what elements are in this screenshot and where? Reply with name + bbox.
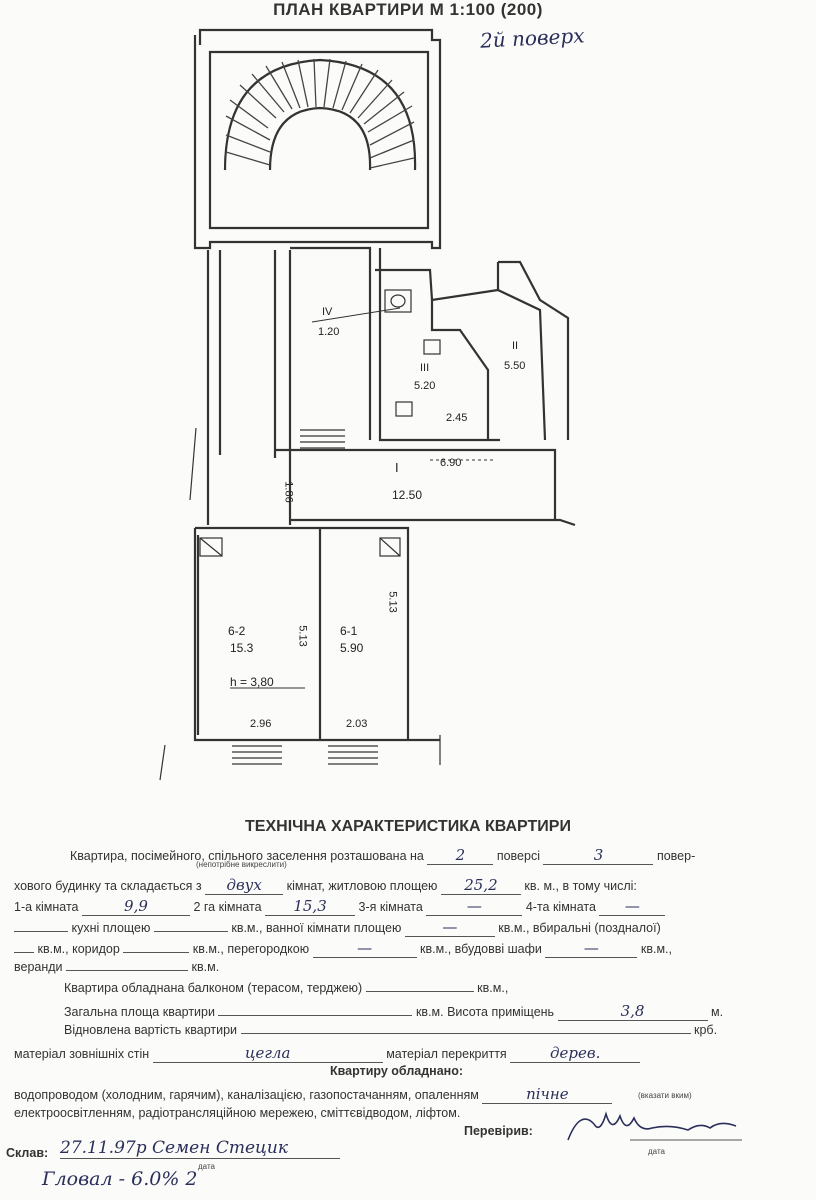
line-total-area: Загальна площа квартири кв.м. Висота при… — [64, 1002, 724, 1021]
date-note-maker: дата — [198, 1162, 215, 1171]
room-ii-label: II — [512, 340, 519, 352]
room-6-1-area: 5.90 — [340, 641, 364, 655]
dim-room2-width: 2.96 — [250, 718, 272, 730]
dim-room1-width: 2.03 — [346, 718, 368, 730]
room-iv-label: IV — [322, 306, 333, 318]
room-iii-area: 5.20 — [414, 380, 436, 392]
sklav-label: Склав: — [6, 1146, 49, 1160]
walls-value: цегла — [244, 1044, 291, 1062]
line-materials: матеріал зовнішніх стін цегла матеріал п… — [14, 1044, 641, 1063]
dim-room2-depth: 5.13 — [296, 625, 309, 647]
line-kitchen: кухні площею кв.м., ванної кімнати площе… — [14, 918, 661, 937]
line-utilities: водопроводом (холодним, гарячим), каналі… — [14, 1085, 613, 1104]
line-rooms: хового будинку та складається з двух кім… — [14, 876, 637, 895]
floor-plan-drawing — [159, 28, 576, 781]
checked-label: Перевірив: — [464, 1124, 533, 1138]
line-electric: електроосвітленням, радіотрансляційною м… — [14, 1106, 461, 1120]
total-floors-value: 3 — [593, 846, 604, 864]
line-value: Відновлена вартість квартири крб. — [64, 1023, 718, 1037]
floor-value: 2 — [455, 846, 466, 864]
room-6-1-label: 6-1 — [340, 624, 358, 638]
floor-material-value: дерев. — [550, 1044, 601, 1062]
bottom-note: Гловал - 6.0% 2 — [42, 1168, 198, 1190]
height-value: 3,8 — [620, 1002, 645, 1020]
tech-title: ТЕХНІЧНА ХАРАКТЕРИСТИКА КВАРТИРИ — [245, 818, 571, 835]
line-veranda: веранди кв.м. — [14, 960, 220, 974]
room-6-2-area: 15.3 — [230, 641, 254, 655]
date-note-verifier: дата — [648, 1147, 665, 1156]
dim-ceiling-height: h = 3,80 — [230, 675, 274, 689]
room-iii-label: III — [420, 362, 430, 374]
line-balcony: Квартира обладнана балконом (терасом, те… — [64, 981, 509, 995]
line-room-areas: 1-а кімната 9,9 2 га кімната 15,3 3-я кі… — [14, 897, 666, 916]
dim-room1-depth: 5.13 — [386, 591, 399, 613]
room-iv-area: 1.20 — [318, 326, 340, 338]
dim-corridor-width: 1.86 — [282, 481, 295, 503]
note-specify: (вказати вким) — [638, 1091, 692, 1100]
heating-value: пічне — [526, 1085, 569, 1103]
equipped-title: Квартиру обладнано: — [330, 1064, 463, 1078]
sklav-value: 27.11.97р Семен Стецик — [60, 1138, 340, 1159]
room-i-label: I — [395, 460, 399, 475]
dim-kitchen-width: 2.45 — [446, 412, 468, 424]
rooms-count-value: двух — [226, 876, 262, 894]
plan-title: ПЛАН КВАРТИРИ М 1:100 (200) — [273, 0, 543, 19]
line-corridor: кв.м., коридор кв.м., перегородкою — кв.… — [14, 939, 672, 958]
room-6-2-label: 6-2 — [228, 624, 246, 638]
signature-verifier — [560, 1104, 750, 1144]
dim-corridor-length: 6.90 — [440, 457, 462, 469]
note-strike: (непотрібне викреслити) — [196, 860, 287, 869]
line-location: Квартира, посімейного, спільного заселен… — [70, 846, 696, 865]
room-ii-area: 5.50 — [504, 360, 526, 372]
room-i-area: 12.50 — [392, 488, 423, 502]
living-area-value: 25,2 — [464, 876, 498, 894]
